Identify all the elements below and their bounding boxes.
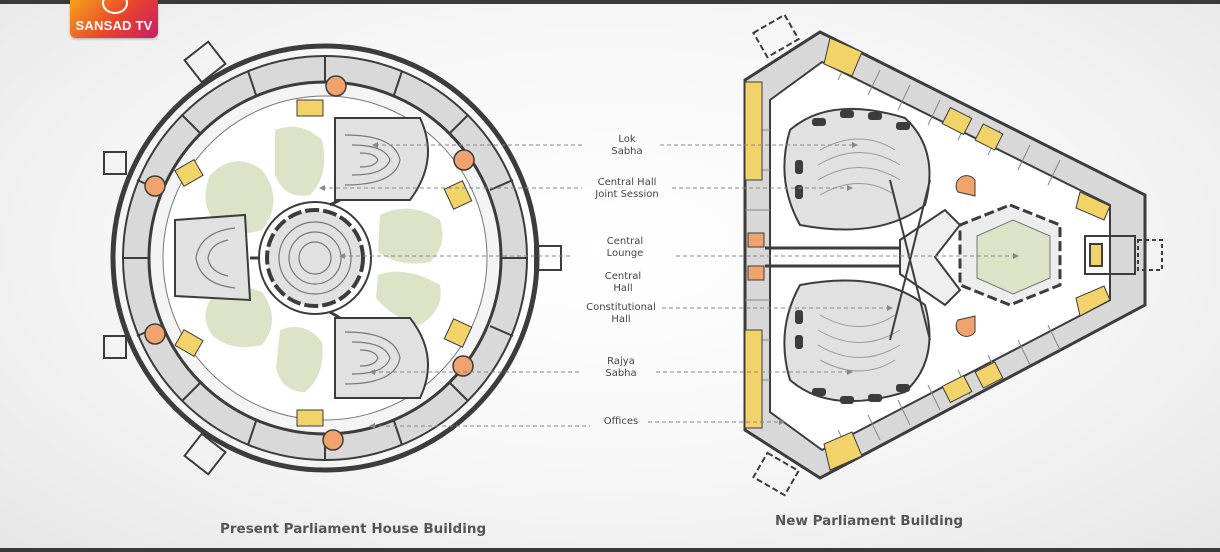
north-south-vestibules xyxy=(752,13,800,497)
courtyard-gardens xyxy=(205,126,443,392)
label-rajya-sabha: Rajya Sabha xyxy=(605,356,637,379)
new-building-plan xyxy=(743,13,1163,497)
logo-text: SANSAD TV xyxy=(75,18,153,33)
east-entrance xyxy=(1084,235,1163,275)
constitutional-hall xyxy=(958,203,1062,307)
stair-domes xyxy=(144,75,475,451)
bottom-frame-border xyxy=(0,548,1220,552)
top-frame-border xyxy=(0,0,1220,4)
leader-arrowheads xyxy=(319,142,1019,429)
caption-new-building: New Parliament Building xyxy=(775,513,963,529)
central-hall-present xyxy=(258,201,372,315)
outer-colonnade-ring xyxy=(110,43,540,473)
lok-sabha-chamber xyxy=(334,117,429,201)
central-spine xyxy=(765,179,962,341)
leader-lines xyxy=(322,144,1016,427)
label-central-hall: Central Hall xyxy=(604,271,642,294)
label-constitutional-hall: Constitutional Hall xyxy=(586,302,656,325)
label-central-lounge: Central Lounge xyxy=(606,236,644,259)
west-wing-chamber xyxy=(174,213,252,302)
connecting-corridors xyxy=(250,198,341,320)
chamber-entry-markers xyxy=(795,110,910,404)
caption-present-building: Present Parliament House Building xyxy=(220,521,487,537)
present-building-plan xyxy=(103,40,562,476)
sansad-tv-logo: SANSAD TV xyxy=(70,0,158,38)
rajya-sabha-chamber xyxy=(334,317,429,399)
logo-mark-icon xyxy=(102,0,128,14)
new-office-blocks xyxy=(744,37,1111,471)
label-offices: Offices xyxy=(603,416,639,427)
new-rajya-sabha-chamber xyxy=(783,279,931,403)
label-central-hall-joint-session: Central Hall Joint Session xyxy=(595,177,659,200)
new-lok-sabha-chamber xyxy=(783,107,931,231)
entrance-stubs xyxy=(103,40,562,476)
label-lok-sabha: Lok Sabha xyxy=(611,134,643,157)
new-lounge-accents xyxy=(747,175,976,337)
